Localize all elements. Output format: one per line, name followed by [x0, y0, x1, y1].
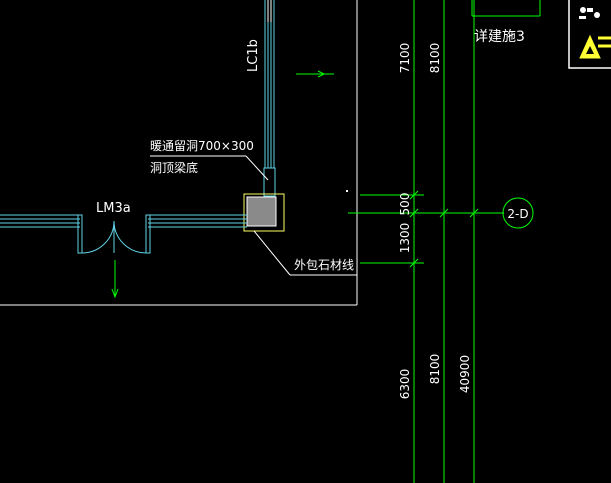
dim-overall: 40900: [458, 355, 472, 393]
wall-outline: [0, 0, 358, 306]
legend-triangle-icon: [579, 34, 611, 59]
dim-bottom-chain-b: 8100: [428, 354, 442, 385]
window-tag: LC1b: [246, 39, 261, 72]
door-lm3a: [81, 220, 147, 254]
dimension-lines: [348, 0, 504, 483]
hvac-opening-leader: [150, 155, 269, 181]
stone-trim-leader: [253, 230, 357, 276]
structural-column: [246, 196, 277, 227]
hvac-opening-label-2: 洞顶梁底: [150, 160, 198, 175]
dim-mid-a: 500: [398, 193, 412, 216]
stone-trim-outline: [243, 193, 285, 232]
horizontal-window-band: [0, 214, 247, 254]
hvac-opening-label-1: 暖通留洞700×300: [150, 139, 254, 153]
detail-ref-frame: [471, 0, 541, 17]
dim-bottom-chain-a: 6300: [398, 369, 412, 400]
door-tag: LM3a: [96, 201, 131, 216]
stone-trim-label: 外包石材线: [294, 258, 354, 272]
dim-top-chain-b: 8100: [428, 43, 442, 74]
legend-scribble-icon: [579, 7, 600, 19]
window-direction-arrow: [296, 70, 334, 78]
door-direction-arrow: [111, 260, 119, 299]
legend-box: [568, 0, 611, 69]
window-lc1b: [263, 0, 276, 197]
grid-bubble-label: 2-D: [507, 207, 528, 221]
dim-top-chain-a: 7100: [398, 43, 412, 74]
stray-mark: [346, 190, 348, 192]
grid-bubble[interactable]: [502, 197, 534, 229]
dim-mid-b: 1300: [398, 223, 412, 254]
window-top-stub: [267, 0, 272, 22]
detail-ref-label: 详建施3: [474, 29, 525, 45]
